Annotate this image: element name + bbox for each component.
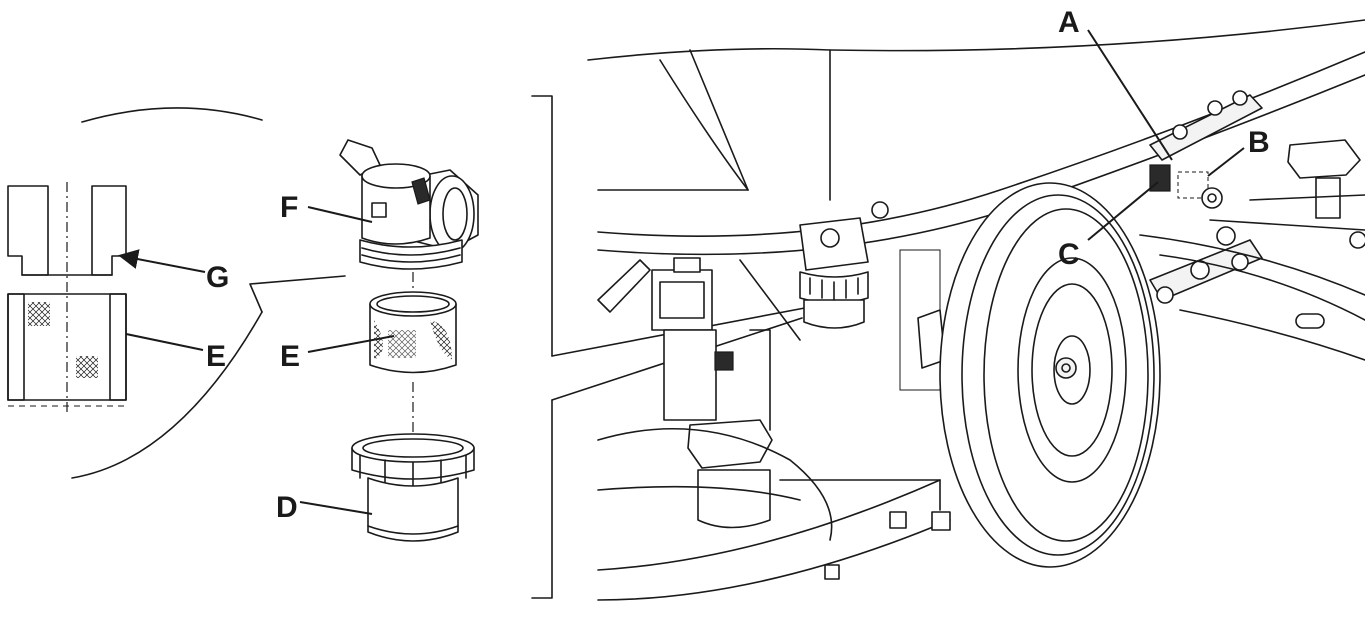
wheel bbox=[939, 182, 1161, 568]
callout-c: C bbox=[1058, 238, 1080, 271]
leader-d bbox=[299, 501, 373, 515]
bracket-bottom bbox=[531, 399, 553, 599]
bracket-top bbox=[531, 95, 553, 357]
callout-f: F bbox=[280, 191, 298, 224]
machine-view bbox=[531, 19, 1365, 601]
callout-e-exploded: E bbox=[280, 340, 300, 373]
filter-section bbox=[7, 293, 127, 407]
brush-deck bbox=[597, 428, 951, 601]
callout-e-detail: E bbox=[206, 340, 226, 373]
filter-housing-f bbox=[339, 139, 479, 270]
callout-d: D bbox=[276, 491, 298, 524]
leader-a bbox=[1087, 29, 1173, 161]
filter-bowl-d bbox=[351, 433, 475, 542]
detail-view bbox=[7, 107, 346, 479]
hose-fittings bbox=[1149, 90, 1263, 209]
detail-arc-top bbox=[81, 107, 263, 123]
leader-c bbox=[1087, 181, 1159, 241]
frame bbox=[597, 249, 946, 431]
callout-g: G bbox=[206, 261, 229, 294]
leader-e-exploded bbox=[307, 335, 395, 353]
nozzle-section bbox=[7, 185, 127, 276]
callout-a: A bbox=[1058, 6, 1080, 39]
detail-connector bbox=[249, 275, 346, 313]
leader-b bbox=[1207, 147, 1245, 177]
leader-e-detail bbox=[125, 333, 204, 351]
exploded-view bbox=[299, 139, 479, 542]
leader-g bbox=[118, 249, 206, 273]
detail-arc-bottom bbox=[71, 311, 263, 479]
leader-f bbox=[307, 206, 373, 223]
solenoid-assembly bbox=[651, 201, 889, 529]
callout-b: B bbox=[1248, 126, 1270, 159]
filter-cartridge-e bbox=[369, 291, 457, 374]
side-components bbox=[1139, 139, 1365, 361]
